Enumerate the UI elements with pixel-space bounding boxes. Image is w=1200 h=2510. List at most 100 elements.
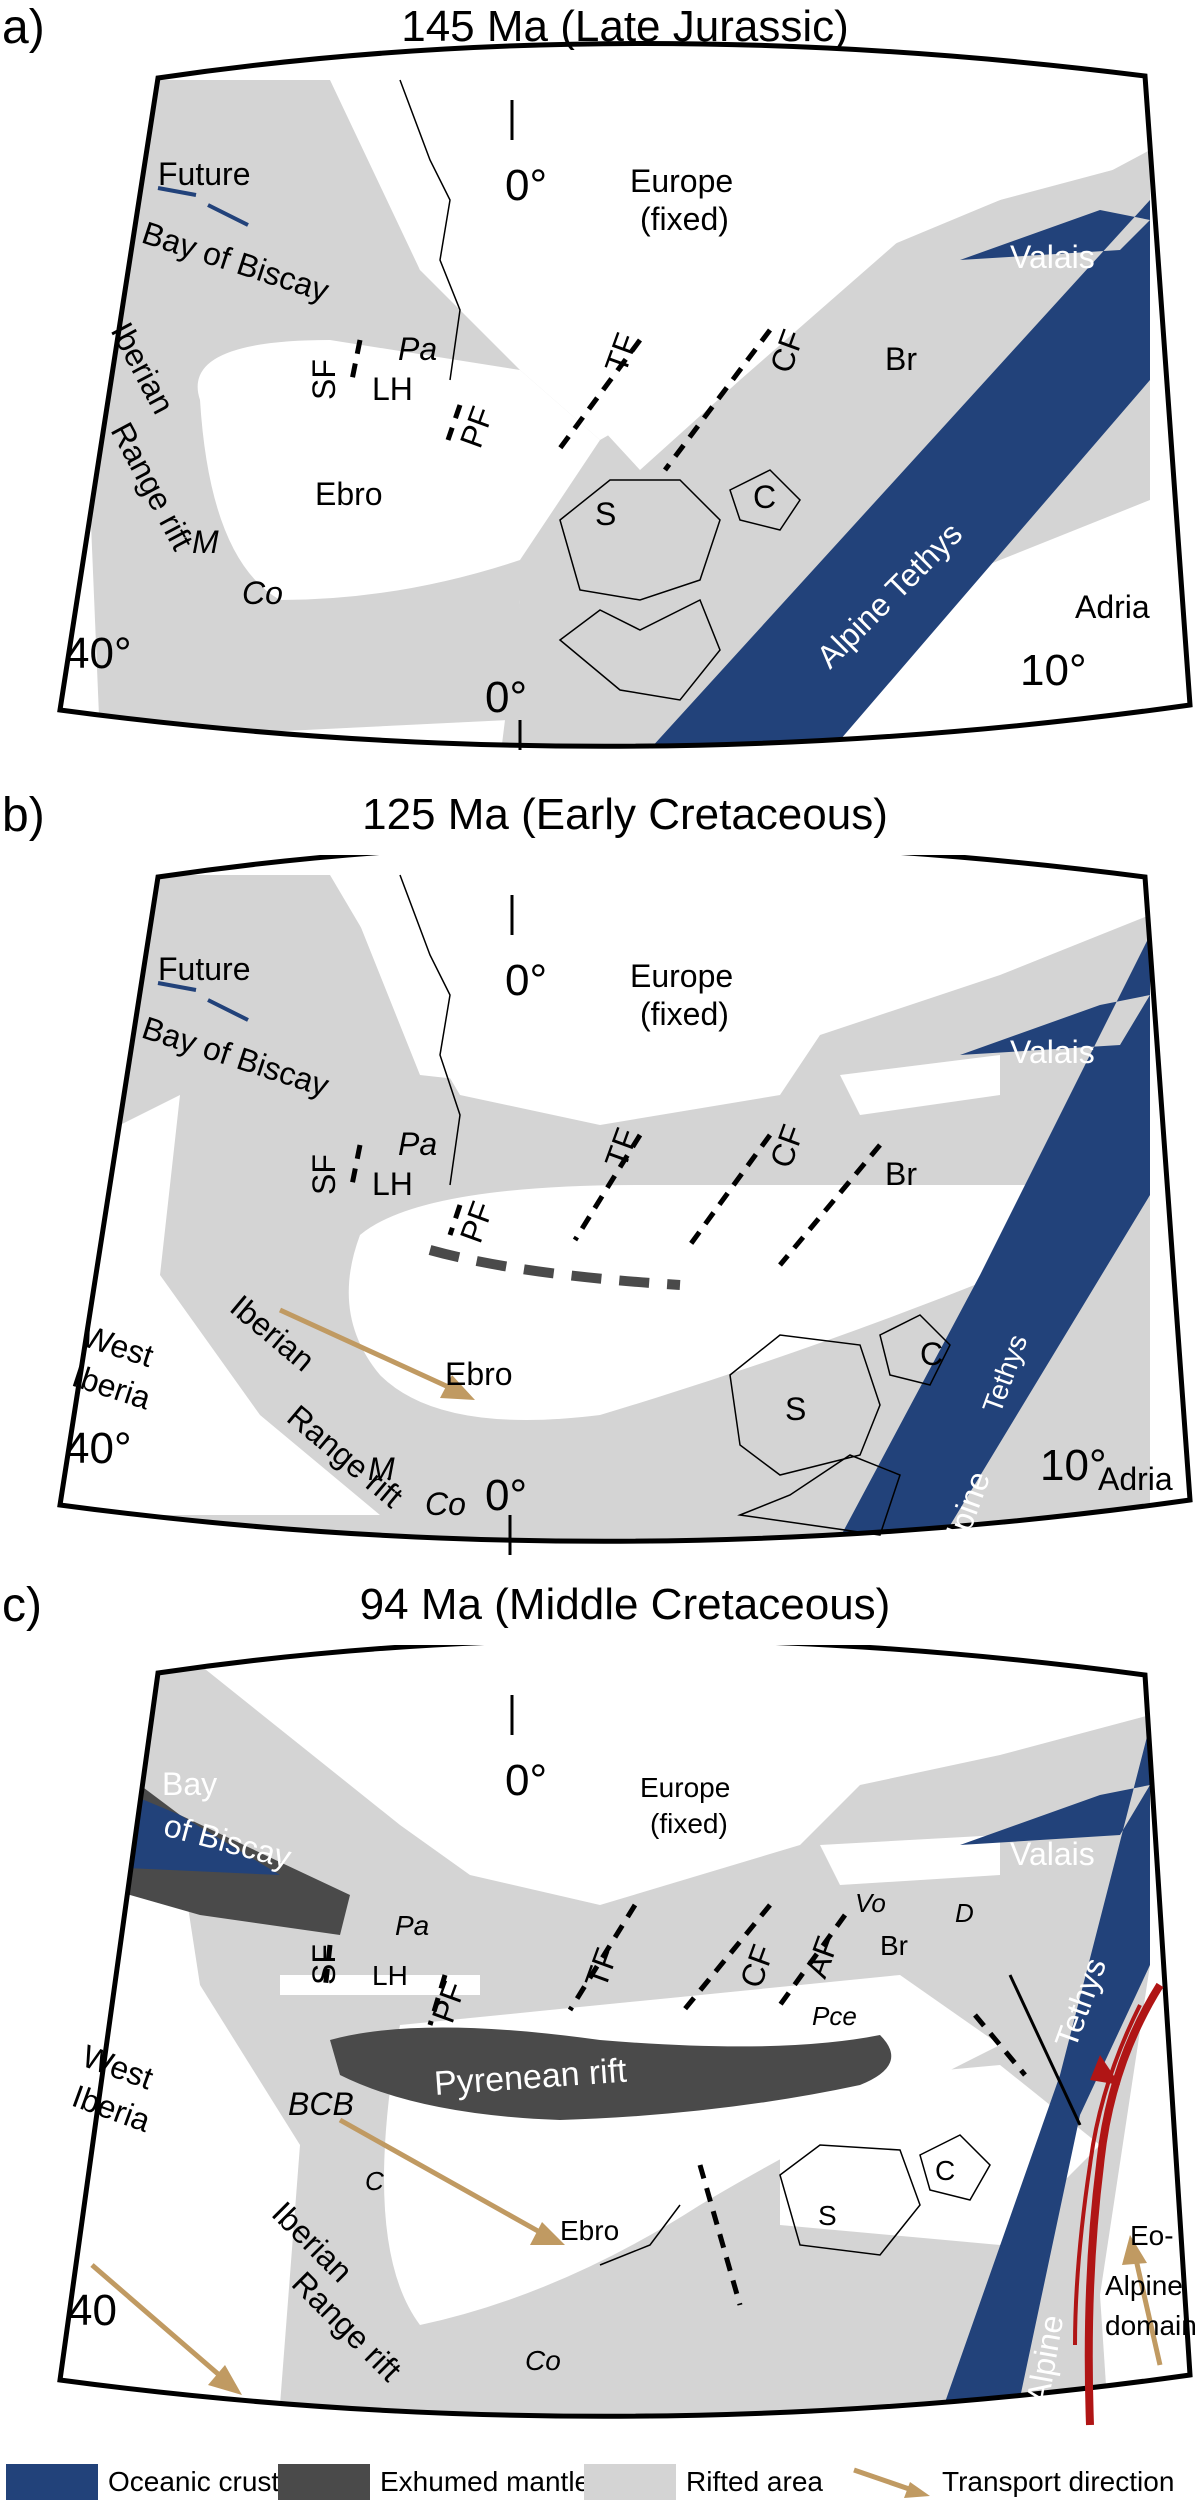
c-west-label-c: C — [365, 2166, 384, 2196]
m-label-a: M — [192, 524, 219, 560]
pce-label-c: Pce — [812, 2001, 857, 2031]
transport-arrow-c1 — [338, 2117, 565, 2245]
legend-item-transport: Transport direction — [852, 2462, 1174, 2502]
co-label-a: Co — [242, 575, 283, 611]
exhumed-mantle-pyrenean-c — [330, 2027, 892, 2120]
sf-label-a: SF — [306, 359, 342, 400]
transport-arrow-c2 — [90, 2263, 242, 2395]
corsica-outline-c — [919, 2134, 991, 2201]
zero-top-b: 0° — [505, 956, 547, 1005]
unrifted-ebro-b — [348, 1185, 1100, 1420]
sardinia-outline-c — [779, 2144, 921, 2256]
fixed-label-a: (fixed) — [640, 201, 729, 237]
lon10-label-b: 10° — [1040, 1441, 1107, 1490]
ebro-rift-dashes-b — [428, 1245, 681, 1290]
c-label-b: C — [920, 1336, 943, 1372]
unrifted-ebro-a — [197, 340, 600, 600]
co-label-b: Co — [425, 1486, 466, 1522]
vo-label-c: Vo — [855, 1888, 886, 1918]
legend: Oceanic crust Exhumed mantle Rifted area… — [0, 2462, 1200, 2502]
ebro-label-b: Ebro — [445, 1356, 513, 1392]
coastline-a — [399, 79, 461, 381]
lh-label-c: LH — [372, 1960, 408, 1991]
future-biscay-marks-b — [157, 981, 249, 1022]
adria-label-b: Adria — [1098, 1461, 1173, 1497]
pa-label-a: Pa — [398, 331, 437, 367]
lat40-label-b: 40° — [65, 1424, 132, 1473]
legend-label-mantle: Exhumed mantle — [380, 2466, 591, 2497]
oceanic-crust-c — [930, 1725, 1150, 2417]
s-label-b: S — [785, 1391, 806, 1427]
co-label-c: Co — [525, 2345, 561, 2376]
map-panel-a: 0° Europe (fixed) Future Bay of Biscay I… — [57, 41, 1193, 750]
c-label-c: C — [935, 2155, 955, 2186]
zero-top-c: 0° — [505, 1756, 547, 1805]
lat40-label-a: 40° — [65, 629, 132, 678]
lon10-label-a: 10° — [1020, 646, 1087, 695]
lh-label-b: LH — [372, 1166, 413, 1202]
sardinia-outline-a — [559, 479, 721, 601]
oceanic-crust-a — [640, 200, 1150, 747]
thrust-arrowhead-c — [1090, 2055, 1120, 2085]
valais-label-c: Valais — [1010, 1836, 1095, 1872]
panel-a-label: a) — [2, 1, 45, 54]
adria-label-a: Adria — [1075, 589, 1150, 625]
rifted-area-east-a — [500, 150, 1150, 747]
legend-label-oceanic: Oceanic crust — [108, 2466, 280, 2497]
s-label-c: S — [818, 2200, 837, 2231]
legend-label-transport: Transport direction — [942, 2466, 1175, 2497]
unrifted-west-b — [60, 1095, 380, 1515]
legend-swatch-rifted — [584, 2464, 676, 2500]
pa-label-b: Pa — [398, 1126, 437, 1162]
zero-bottom-b: 0° — [485, 1471, 527, 1520]
br-label-a: Br — [885, 341, 917, 377]
lat40-label-c: 40 — [68, 2286, 117, 2335]
map-panel-c: 0° Europe (fixed) Bay of Biscay West Ibe… — [57, 1645, 1197, 2426]
sf-label-b: SF — [306, 1154, 342, 1195]
br-label-c: Br — [880, 1930, 908, 1961]
eo-label-c: Eo- — [1130, 2220, 1174, 2251]
legend-item-mantle: Exhumed mantle — [278, 2462, 590, 2502]
valais-label-a: Valais — [1010, 239, 1095, 275]
map-frame-b — [57, 855, 1193, 1544]
map-frame-c — [57, 1645, 1193, 2419]
corsica-outline-a — [729, 469, 801, 531]
s-label-a: S — [595, 496, 616, 532]
future-biscay-marks-a — [157, 186, 249, 227]
br-label-b: Br — [885, 1156, 917, 1192]
unrifted-europe-c — [200, 1665, 1150, 1905]
alpine2-label-c: Alpine — [1105, 2270, 1183, 2301]
d-label-c: D — [955, 1898, 974, 1928]
sf-label-c: SF — [306, 1944, 342, 1985]
domain-label-c: domain — [1105, 2310, 1197, 2341]
zero-bottom-a: 0° — [485, 673, 527, 722]
fixed-label-c: (fixed) — [650, 1808, 728, 1839]
fixed-label-b: (fixed) — [640, 996, 729, 1032]
ebro-label-c: Ebro — [560, 2215, 619, 2246]
transport-arrow-c3 — [1122, 2235, 1163, 2366]
rifted-area-north-a — [740, 160, 1150, 380]
italy-outline-a — [558, 598, 721, 701]
panel-c-title: 94 Ma (Middle Cretaceous) — [359, 1580, 891, 1629]
unrifted-lh-c — [280, 1975, 480, 1995]
zero-top-a: 0° — [505, 161, 547, 210]
unrifted-west-c — [60, 1845, 300, 2405]
panel-b-label: b) — [2, 789, 45, 842]
corsica-outline-b — [879, 1314, 951, 1386]
ebro-coast-c — [599, 2204, 681, 2266]
future-label-b: Future — [158, 951, 250, 987]
europe-label-b: Europe — [630, 958, 733, 994]
unrifted-europe-b — [330, 875, 1150, 1125]
map-panel-b: 0° Europe (fixed) Future Bay of Biscay W… — [57, 855, 1193, 1562]
unrifted-br-c — [820, 1835, 1000, 1885]
valais-label-b: Valais — [1010, 1034, 1095, 1070]
legend-item-oceanic: Oceanic crust — [6, 2462, 279, 2502]
europe-label-a: Europe — [630, 163, 733, 199]
panel-b-title: 125 Ma (Early Cretaceous) — [362, 790, 888, 839]
pa-label-c: Pa — [395, 1910, 429, 1941]
legend-label-rifted: Rifted area — [686, 2466, 823, 2497]
europe-label-c: Europe — [640, 1772, 730, 1803]
eo-alpine-domain-c — [1100, 1965, 1190, 2417]
lh-label-a: LH — [372, 371, 413, 407]
legend-arrow-icon — [853, 2467, 930, 2498]
